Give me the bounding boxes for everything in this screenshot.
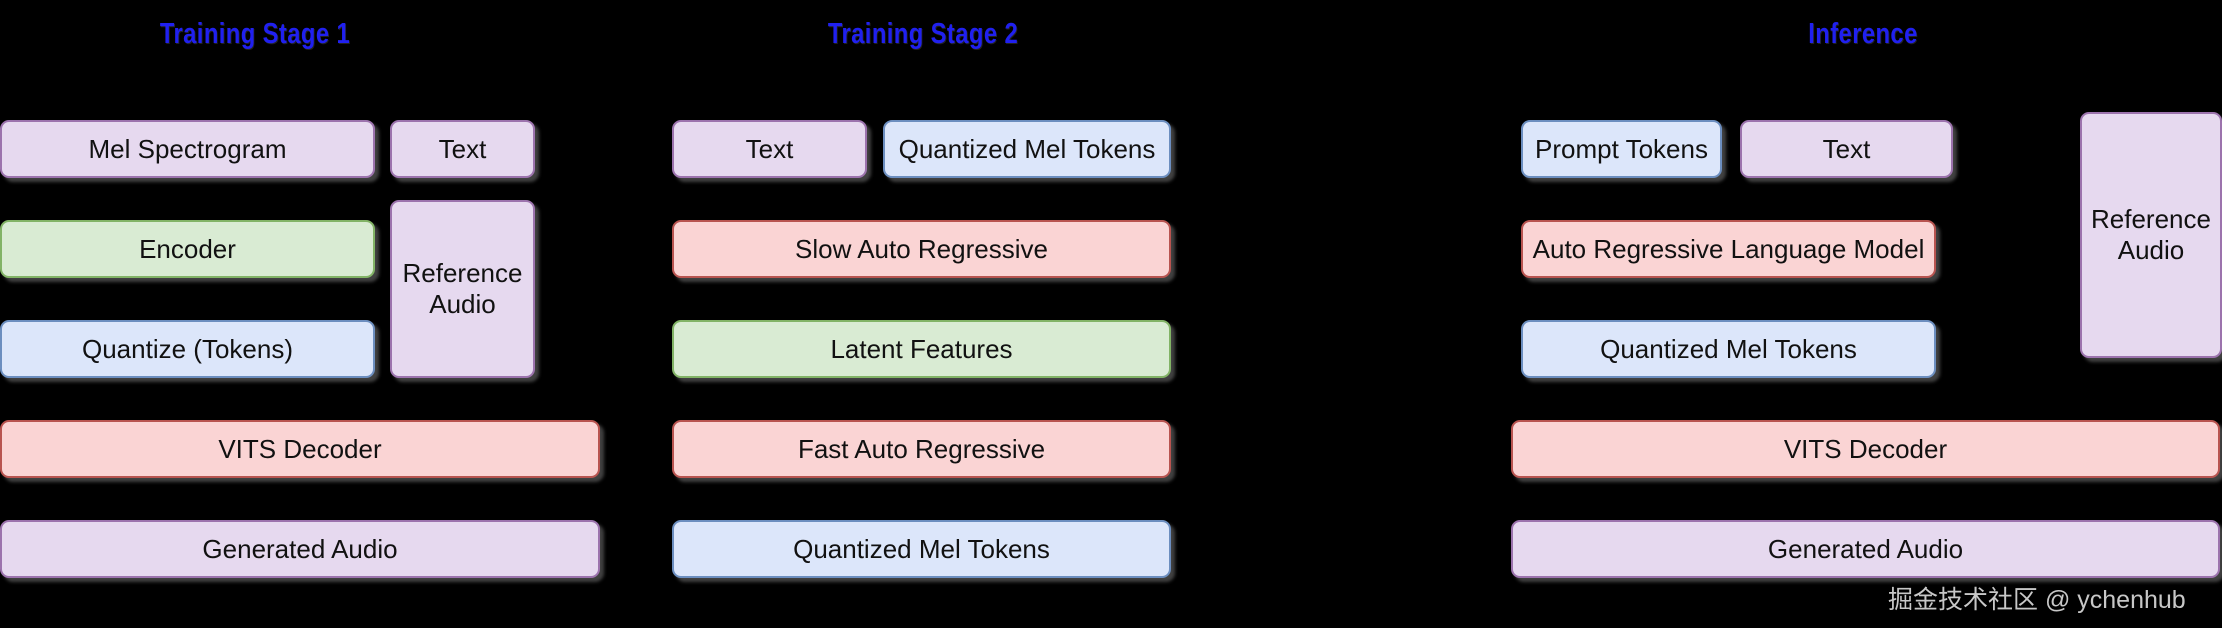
node-label: Fast Auto Regressive — [797, 433, 1046, 464]
node-label: Slow Auto Regressive — [795, 233, 1048, 264]
node-label-line-1: Reference — [402, 258, 523, 289]
node-vits-decoder-stage1[interactable]: VITS Decoder — [0, 420, 600, 478]
stage-title-training-2: Training Stage 2 — [827, 18, 1019, 50]
arrowhead-encoder-to-quantize — [184, 312, 194, 319]
node-mel-spectrogram[interactable]: Mel Spectrogram — [0, 120, 375, 178]
node-label-line-1: Reference — [2091, 204, 2211, 235]
edge-refaudio1-to-vits — [462, 378, 464, 414]
node-slow-auto-regressive[interactable]: Slow Auto Regressive — [672, 220, 1171, 278]
node-label: Generated Audio — [1767, 533, 1964, 564]
node-label: VITS Decoder — [218, 433, 382, 464]
node-text-stage1[interactable]: Text — [390, 120, 535, 178]
node-auto-regressive-language-model[interactable]: Auto Regressive Language Model — [1521, 220, 1936, 278]
node-label: Mel Spectrogram — [88, 133, 287, 164]
node-label: Text — [745, 133, 794, 164]
node-quantized-mel-tokens-inference[interactable]: Quantized Mel Tokens — [1521, 320, 1936, 378]
node-reference-audio-inference[interactable]: Reference Audio — [2080, 112, 2222, 358]
edge-latent-to-fast-ar — [1025, 378, 1027, 414]
edge-mel-to-encoder — [188, 178, 190, 214]
arrowhead-vits-to-generated-1 — [184, 512, 194, 519]
edge-lm-to-qmt — [1727, 278, 1729, 314]
stage-title-inference: Inference — [1808, 18, 1918, 50]
node-label: Quantized Mel Tokens — [898, 133, 1156, 164]
arrowhead-refaudio3-to-vits — [2124, 412, 2134, 419]
edge-slow-ar-to-latent — [1025, 278, 1027, 314]
edge-text2-to-slow-ar — [769, 178, 771, 214]
node-quantize-tokens[interactable]: Quantize (Tokens) — [0, 320, 375, 378]
edge-vits-to-generated-1 — [188, 478, 190, 514]
node-label: Text — [1822, 133, 1871, 164]
arrowhead-quantize-to-vits — [184, 412, 194, 419]
node-label: Text — [438, 133, 487, 164]
node-reference-audio-stage1[interactable]: Reference Audio — [390, 200, 535, 378]
edge-fast-ar-to-qmt — [1025, 478, 1027, 514]
arrowhead-slow-ar-to-latent — [1021, 312, 1031, 319]
node-label: Prompt Tokens — [1535, 133, 1708, 164]
node-text-inference[interactable]: Text — [1740, 120, 1953, 178]
arrowhead-vits-to-generated-3 — [1723, 512, 1733, 519]
node-label: Encoder — [139, 233, 236, 264]
arrowhead-text3-to-lm — [1842, 212, 1852, 219]
stage-title-training-1: Training Stage 1 — [159, 18, 351, 50]
node-text-stage2[interactable]: Text — [672, 120, 867, 178]
edge-prompt-tokens-to-lm — [1621, 178, 1623, 214]
arrowhead-qmt-to-slow-ar — [1021, 212, 1031, 219]
edge-qmt-to-vits-inference — [1727, 378, 1729, 414]
arrowhead-latent-to-fast-ar — [1021, 412, 1031, 419]
node-label: Quantize (Tokens) — [82, 333, 293, 364]
edge-encoder-to-quantize — [188, 278, 190, 314]
arrowhead-text2-to-slow-ar — [765, 212, 775, 219]
node-encoder[interactable]: Encoder — [0, 220, 375, 278]
node-latent-features[interactable]: Latent Features — [672, 320, 1171, 378]
node-prompt-tokens[interactable]: Prompt Tokens — [1521, 120, 1722, 178]
arrowhead-lm-to-qmt — [1723, 312, 1733, 319]
edge-quantize-to-vits — [188, 378, 190, 414]
edge-refaudio3-to-vits — [2128, 358, 2130, 414]
arrowhead-prompt-tokens-to-lm — [1617, 212, 1627, 219]
edge-qmt-to-slow-ar — [1025, 178, 1027, 214]
node-label-line-2: Audio — [429, 289, 496, 319]
arrowhead-qmt-to-vits-inference — [1723, 412, 1733, 419]
node-quantized-mel-tokens-stage2-output[interactable]: Quantized Mel Tokens — [672, 520, 1171, 578]
watermark-text: 掘金技术社区 @ ychenhub — [1888, 586, 2186, 614]
node-label: VITS Decoder — [1783, 433, 1948, 464]
edge-vits-to-generated-3 — [1727, 478, 1729, 514]
arrowhead-fast-ar-to-qmt — [1021, 512, 1031, 519]
node-label: Latent Features — [830, 333, 1013, 364]
arrowhead-refaudio1-to-vits — [458, 412, 468, 419]
arrowhead-mel-to-encoder — [184, 212, 194, 219]
node-label-line-2: Audio — [2117, 235, 2185, 265]
node-fast-auto-regressive[interactable]: Fast Auto Regressive — [672, 420, 1171, 478]
node-label: Quantized Mel Tokens — [793, 533, 1050, 564]
node-generated-audio-stage1[interactable]: Generated Audio — [0, 520, 600, 578]
node-quantized-mel-tokens-stage2-input[interactable]: Quantized Mel Tokens — [883, 120, 1171, 178]
node-label: Generated Audio — [202, 533, 398, 564]
node-generated-audio-inference[interactable]: Generated Audio — [1511, 520, 2220, 578]
node-vits-decoder-inference[interactable]: VITS Decoder — [1511, 420, 2220, 478]
edge-text1-to-vits — [462, 178, 464, 192]
node-label: Auto Regressive Language Model — [1532, 233, 1925, 264]
edge-text3-to-lm — [1846, 178, 1848, 214]
node-label: Quantized Mel Tokens — [1600, 333, 1857, 364]
